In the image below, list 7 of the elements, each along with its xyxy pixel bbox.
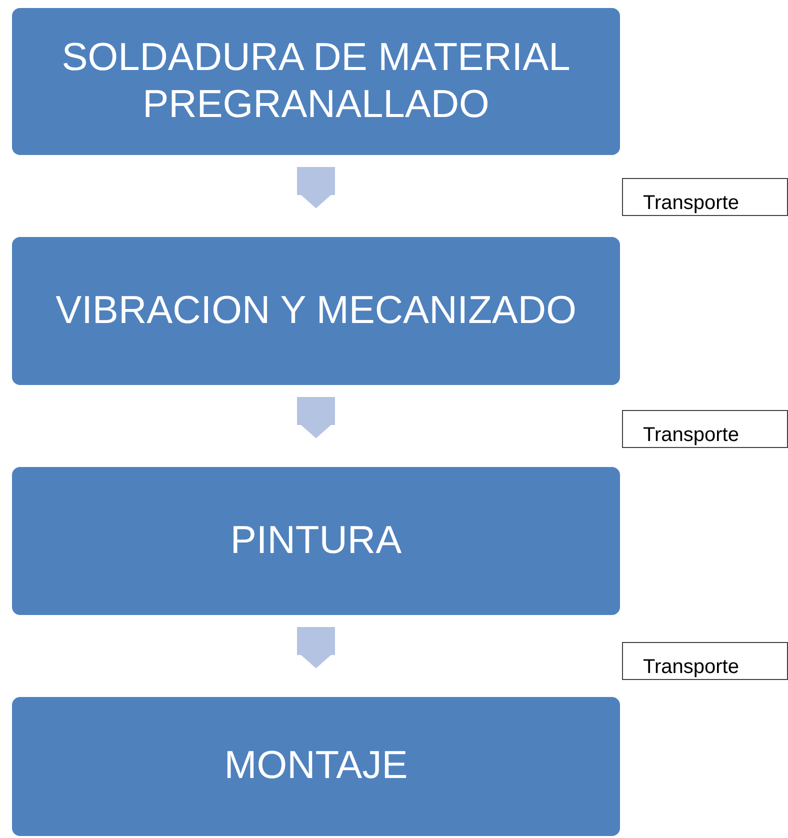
process-box: VIBRACION Y MECANIZADO bbox=[12, 237, 620, 385]
process-box: MONTAJE bbox=[12, 697, 620, 836]
label-box: Transporte bbox=[622, 642, 788, 680]
label-box: Transporte bbox=[622, 178, 788, 216]
process-box: SOLDADURA DE MATERIAL PREGRANALLADO bbox=[12, 8, 620, 155]
label-box: Transporte bbox=[622, 410, 788, 448]
process-box: PINTURA bbox=[12, 467, 620, 615]
